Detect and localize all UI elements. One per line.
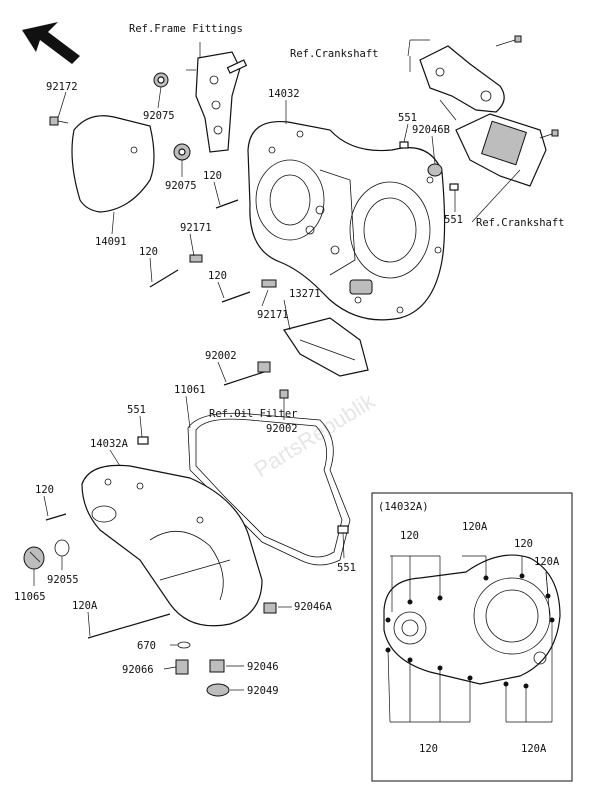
frame-fittings-bracket [186,42,248,153]
label-ref-oil-filter: Ref.Oil Filter [209,408,298,420]
label-551-right: 551 [444,214,463,226]
leader-lines [33,39,521,691]
grommet-92075-upper [153,72,169,88]
label-92171-a: 92171 [180,222,212,234]
bolt-92002-b [279,389,289,399]
label-92046a: 92046A [294,601,333,613]
crankshaft-housing-right [455,113,559,187]
crankshaft-bracket-top [419,35,522,113]
plate-13271 [283,317,369,377]
label-92046: 92046 [247,661,279,673]
bushing-92046 [209,659,225,673]
label-92049: 92049 [247,685,279,697]
inset-label-120-top-right: 120 [514,538,533,550]
label-13271: 13271 [289,288,321,300]
label-92055: 92055 [47,574,79,586]
label-ref-frame-fittings: Ref.Frame Fittings [129,23,243,35]
label-120-c: 120 [208,270,227,282]
label-120a-left: 120A [72,600,98,612]
inset-title: (14032A) [378,501,429,513]
callout-labels: Ref.Frame Fittings Ref.Crankshaft Ref.Cr… [14,23,565,755]
seal-92049 [206,683,230,697]
label-92002-b: 92002 [266,423,298,435]
label-92066: 92066 [122,664,154,676]
label-ref-crankshaft-top: Ref.Crankshaft [290,48,379,60]
outer-primary-cover-14032a [81,464,263,627]
bolt-120a-long [87,613,171,639]
bolt-120-b [149,269,179,288]
inset-label-120-top-left: 120 [400,530,419,542]
dowel-551-left [137,436,149,445]
cap-11065 [23,546,45,570]
plug-92066 [175,659,189,675]
bolt-120-a [215,199,239,209]
inset-label-120-bottom: 120 [419,743,438,755]
washer-670 [177,641,191,649]
gasket-11061 [187,412,351,566]
o-ring-92055 [54,539,70,557]
label-670: 670 [137,640,156,652]
bolt-120-d [45,513,67,521]
inset-label-120a-top-right: 120A [534,556,560,568]
bolt-92002-a [223,361,271,386]
grommet-92075-lower [173,143,191,161]
label-92172: 92172 [46,81,78,93]
label-92171-b: 92171 [257,309,289,321]
bolt-92172 [49,116,69,126]
collar-92171-a [189,254,203,263]
label-551-left: 551 [127,404,146,416]
cover-14091 [71,115,155,213]
bushing-92046a [263,602,277,614]
label-551-lower: 551 [337,562,356,574]
label-92075-lower: 92075 [165,180,197,192]
bushing-92046b [427,163,443,177]
inset-label-120a-bottom: 120A [521,743,547,755]
dowel-551-upper [399,141,409,149]
label-120-d: 120 [35,484,54,496]
inset-box [371,492,573,782]
label-120-a: 120 [203,170,222,182]
label-14091: 14091 [95,236,127,248]
collar-92171-b [261,279,277,288]
label-92002-a: 92002 [205,350,237,362]
inner-primary-cover-14032 [247,120,446,321]
label-11061: 11061 [174,384,206,396]
label-92046b: 92046B [412,124,450,136]
label-551-upper: 551 [398,112,417,124]
dowel-551-right [449,183,459,191]
front-direction-arrow-icon [22,22,80,64]
inset-label-120a-top: 120A [462,521,488,533]
dowel-551-lower [337,525,349,534]
label-120-b: 120 [139,246,158,258]
label-92075-upper: 92075 [143,110,175,122]
label-14032a: 14032A [90,438,129,450]
label-14032: 14032 [268,88,300,100]
label-11065: 11065 [14,591,46,603]
bolt-120-c [221,291,251,303]
label-ref-crankshaft-right: Ref.Crankshaft [476,217,565,229]
